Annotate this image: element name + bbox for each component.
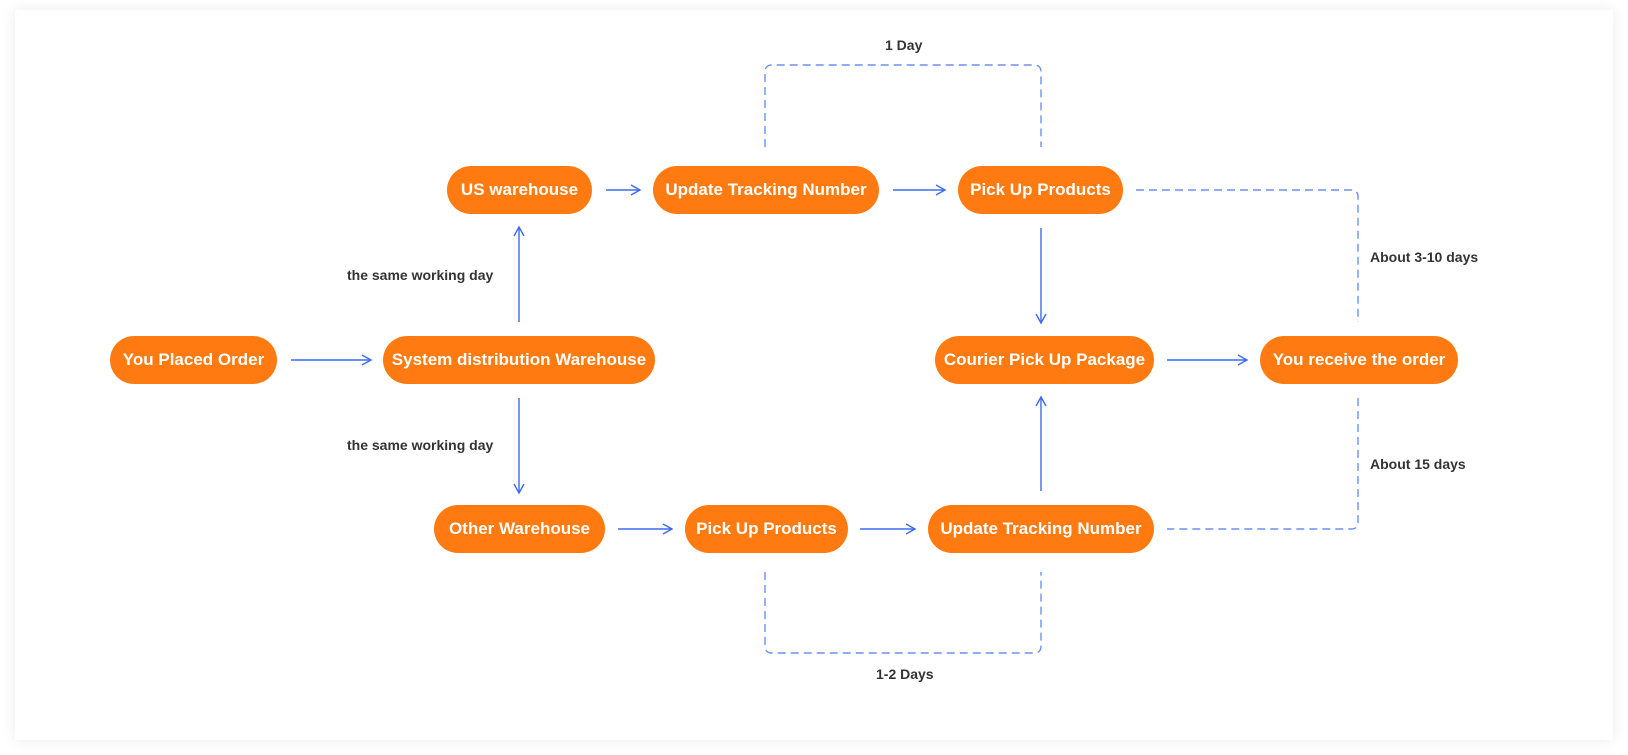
node-you-placed-order: You Placed Order <box>110 336 277 384</box>
flow-diagram: You Placed Order System distribution War… <box>15 10 1613 740</box>
node-update-tracking-number-top: Update Tracking Number <box>653 166 879 214</box>
label-about-15-days: About 15 days <box>1370 456 1466 472</box>
dashed-bracket-one-day <box>764 64 1042 147</box>
node-you-receive-the-order: You receive the order <box>1260 336 1458 384</box>
label-one-two-days: 1-2 Days <box>876 666 934 682</box>
label-same-working-day-bottom: the same working day <box>347 437 494 453</box>
dashed-path-15-days <box>1167 398 1359 530</box>
node-system-distribution-warehouse: System distribution Warehouse <box>383 336 655 384</box>
node-other-warehouse: Other Warehouse <box>434 505 605 553</box>
node-courier-pick-up-package: Courier Pick Up Package <box>935 336 1154 384</box>
node-pick-up-products-bottom: Pick Up Products <box>685 505 848 553</box>
node-pick-up-products-top: Pick Up Products <box>958 166 1123 214</box>
label-about-3-10-days: About 3-10 days <box>1370 249 1479 265</box>
node-update-tracking-number-bottom: Update Tracking Number <box>928 505 1154 553</box>
connector-lines <box>291 64 1359 654</box>
label-same-working-day-top: the same working day <box>347 267 494 283</box>
dashed-bracket-one-two-days <box>764 572 1042 654</box>
label-one-day: 1 Day <box>885 37 923 53</box>
dashed-path-3-10-days <box>1136 189 1359 322</box>
node-us-warehouse: US warehouse <box>447 166 592 214</box>
